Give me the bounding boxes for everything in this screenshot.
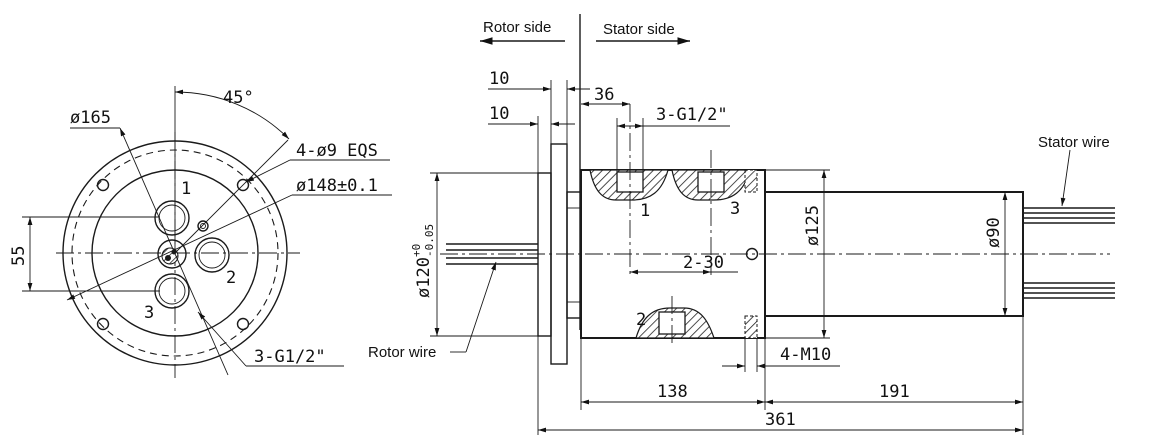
- holes-label: 4-ø9 EQS: [296, 141, 378, 161]
- dia120-label: ø120: [414, 257, 434, 298]
- stator-side-label: Stator side: [603, 21, 675, 38]
- side-port-3-label: 3: [730, 199, 740, 219]
- dim191-label: 191: [879, 382, 910, 402]
- side-port-1-label: 1: [640, 201, 650, 221]
- front-port-3-label: 3: [144, 303, 154, 323]
- port-3-inner: [158, 277, 186, 305]
- dim138-label: 138: [657, 382, 688, 402]
- side-port-2-label: 2: [636, 310, 646, 330]
- front-port-2-label: 2: [226, 268, 236, 288]
- m10-label: 4-M10: [780, 345, 831, 365]
- stator-wire-leader: [1060, 149, 1071, 207]
- bolt-hole: [236, 317, 250, 331]
- port-3-outer: [154, 273, 190, 309]
- front-view: 45° ø165 4-ø9 EQS ø148±0.1 55 1 2 3 3-G1…: [9, 86, 392, 378]
- dim-2-30-label: 2-30: [683, 253, 724, 273]
- ports-leader-diag: [197, 311, 247, 367]
- rotor-hub: [537, 172, 552, 337]
- side-view: Rotor side Stator side 1: [368, 14, 1115, 435]
- small-screw: [197, 220, 209, 232]
- dim36-label: 36: [594, 85, 614, 105]
- pcd-leader-diag: [66, 194, 293, 301]
- angle-label: 45°: [223, 88, 254, 108]
- wire-bundle-dot: [165, 255, 171, 261]
- dim10a-label: 10: [489, 69, 509, 89]
- bolt-hole: [96, 317, 110, 331]
- dim55-label: 55: [9, 246, 29, 266]
- rotor-collar: [566, 191, 582, 319]
- dia120-tol-lower: -0.05: [423, 224, 436, 257]
- port-2-outer: [194, 237, 230, 273]
- port-1-outer: [154, 200, 190, 236]
- rotor-wire-leader: [465, 261, 497, 353]
- front-port-1-label: 1: [181, 179, 191, 199]
- bolt-hole: [96, 178, 110, 192]
- screw-hole-top: [744, 169, 758, 193]
- stator-housing: [764, 191, 1024, 317]
- dim10b-label: 10: [489, 104, 509, 124]
- pcd-label: ø148±0.1: [296, 176, 378, 196]
- dia90-label: ø90: [984, 217, 1004, 248]
- holes-leader-diag: [245, 159, 291, 183]
- center-screw: [745, 247, 759, 261]
- dia125-label: ø125: [803, 205, 823, 246]
- dia165-leader-diag: [119, 127, 229, 376]
- dia120-tol-upper: +0: [410, 244, 423, 257]
- rotor-wire-label: Rotor wire: [368, 344, 436, 361]
- wire-bundle-outer: [157, 239, 187, 269]
- bolt-hole: [236, 178, 250, 192]
- angle-arc: [174, 89, 290, 140]
- top-ports-label: 3-G1/2": [656, 105, 728, 125]
- rotor-side-label: Rotor side: [483, 19, 551, 36]
- angle-ref-line-45: [174, 139, 289, 254]
- dim361-label: 361: [765, 410, 796, 430]
- dia165-label: ø165: [70, 108, 111, 128]
- port-2-inner: [198, 241, 226, 269]
- screw-hole-bottom: [744, 315, 758, 339]
- front-ports-label: 3-G1/2": [254, 347, 326, 367]
- stator-wire-label: Stator wire: [1038, 134, 1110, 151]
- small-screw-inner: [200, 223, 206, 229]
